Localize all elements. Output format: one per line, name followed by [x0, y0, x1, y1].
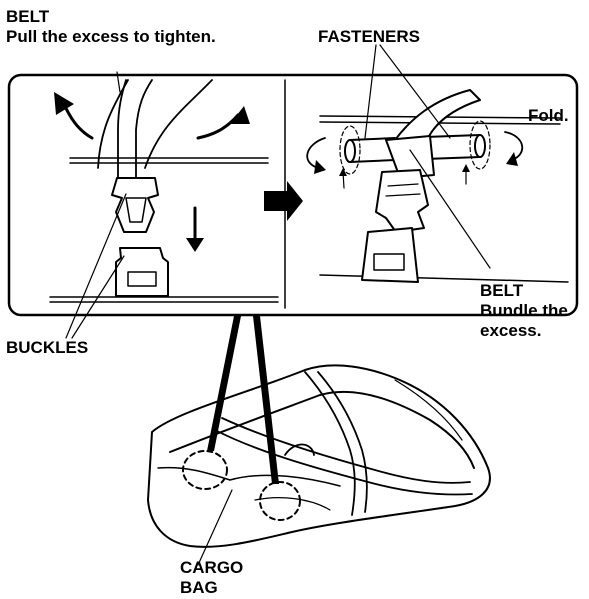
belt-right-line2: excess.: [480, 321, 542, 340]
right-base: [319, 274, 569, 283]
down-arrow-head: [186, 238, 204, 252]
belt-top-title: BELT: [6, 7, 50, 26]
magnify-wedge: [207, 316, 279, 484]
belt-right-title: BELT: [480, 281, 524, 300]
cargo-bag-strap-1: [304, 371, 356, 516]
belt-right-arm: [144, 79, 213, 169]
cargo-bag-outline: [147, 364, 491, 548]
right-arrow: [264, 181, 303, 221]
belt-excess-strap: [394, 89, 481, 146]
belt-right-line1: Bundle the: [480, 301, 568, 320]
fastener-roll-right: [424, 134, 481, 160]
right-panel: [306, 89, 569, 283]
belt-top-description: Pull the excess to tighten.: [6, 27, 216, 46]
cargo-bag-fold-1: [254, 497, 331, 511]
left-panel: [49, 79, 279, 303]
detail-circle-right: [259, 481, 301, 521]
cargo-bag-handle: [284, 443, 315, 456]
fold-arrow-left: [306, 137, 326, 169]
cargo-bag: [147, 364, 491, 548]
right-buckle-bottom: [361, 227, 419, 283]
fold-label: Fold.: [528, 106, 569, 125]
detail-circle-left: [182, 450, 228, 490]
cargo-bag-strap-2: [317, 371, 368, 513]
buckle-male: [111, 177, 159, 233]
buckles-label: BUCKLES: [6, 338, 89, 357]
cargo-bag-label-line1: CARGO: [180, 558, 244, 577]
fasteners-label: FASTENERS: [318, 27, 421, 46]
cargo-bag-strap-3: [221, 417, 471, 484]
cargo-bag-fold-2: [394, 379, 463, 441]
cargo-bag-strap-4: [214, 429, 473, 496]
belt-center: [117, 79, 153, 183]
cargo-bag-label-line2: BAG: [180, 578, 218, 597]
leader-lines: [65, 44, 491, 566]
